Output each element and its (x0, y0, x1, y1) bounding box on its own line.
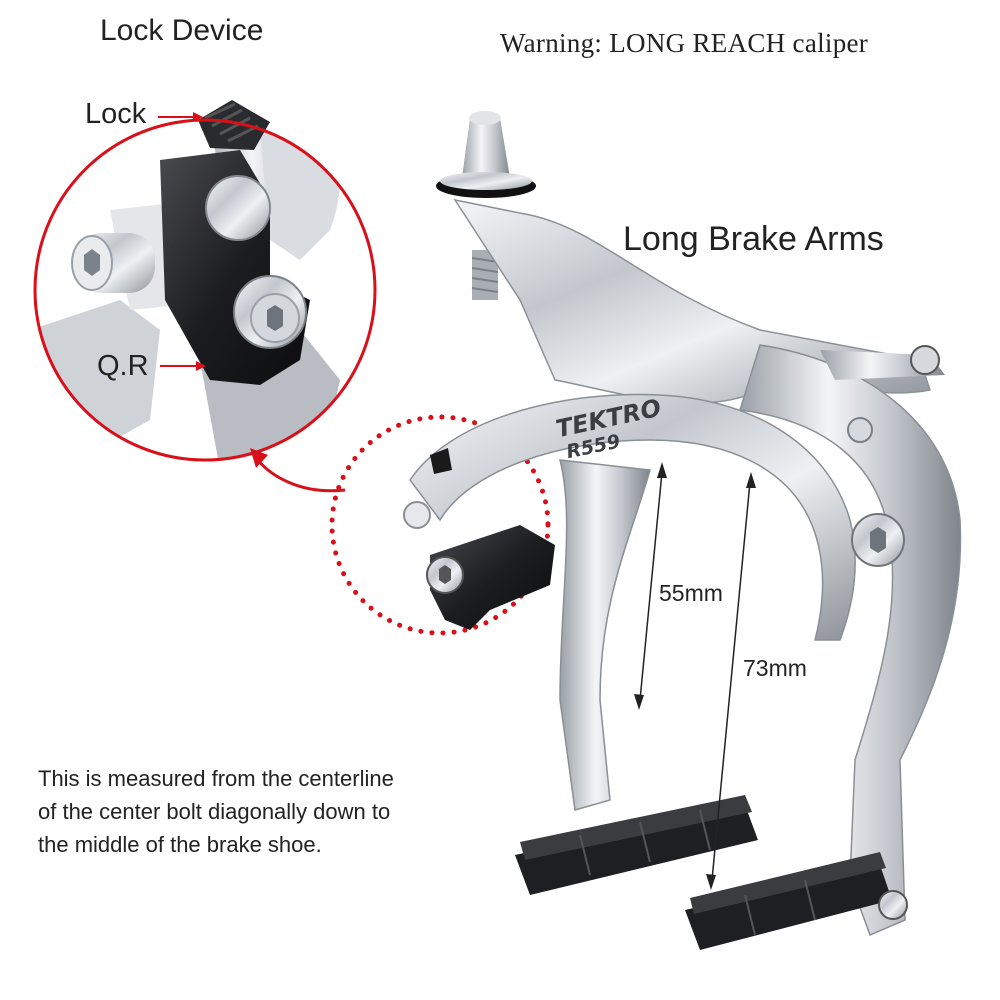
dimension-73mm (706, 472, 756, 890)
dimension-55mm-label: 55mm (659, 580, 723, 606)
qr-bolt (233, 275, 307, 349)
note-line: of the center bolt diagonally down to (38, 799, 391, 824)
note-line: the middle of the brake shoe. (38, 832, 322, 857)
measurement-note: This is measured from the centerline of … (38, 762, 498, 861)
dotted-highlight-circle (329, 414, 551, 636)
brake-caliper (403, 111, 962, 950)
lock-device-title: Lock Device (100, 14, 264, 47)
dimension-73mm-label: 73mm (743, 655, 807, 681)
dimension-55mm (634, 462, 667, 710)
curved-arrow-icon (250, 448, 346, 493)
warning-heading: Warning: LONG REACH caliper (500, 28, 869, 58)
lock-lever (198, 100, 270, 150)
qr-label: Q.R (97, 350, 149, 382)
note-line: This is measured from the centerline (38, 766, 394, 791)
hex-bolt (71, 233, 155, 293)
arrow-right-icon (158, 112, 203, 122)
arrow-right-icon (160, 361, 206, 371)
brake-pad (685, 852, 892, 950)
long-brake-arms-label: Long Brake Arms (623, 220, 884, 258)
lock-device-zoom (33, 100, 377, 462)
brake-pad (515, 795, 758, 895)
lock-label: Lock (85, 98, 147, 130)
